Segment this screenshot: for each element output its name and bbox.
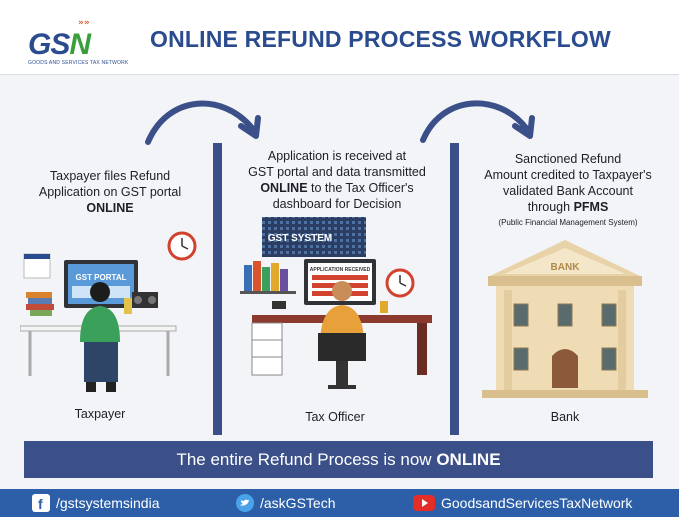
online-banner: The entire Refund Process is now ONLINE bbox=[24, 441, 653, 478]
svg-text:APPLICATION RECEIVED: APPLICATION RECEIVED bbox=[310, 267, 371, 273]
pfms-note: (Public Financial Management System) bbox=[498, 218, 638, 227]
svg-text:BANK: BANK bbox=[551, 262, 581, 273]
logo-arrows-icon: »» bbox=[78, 18, 90, 28]
step-2-description: Application is received at GST portal an… bbox=[248, 149, 426, 211]
caption-taxpayer: Taxpayer bbox=[74, 407, 126, 421]
tax-officer-illustration: GST SYSTEM APPLICATION RECEIVED bbox=[240, 217, 432, 389]
clock-icon bbox=[385, 268, 415, 298]
facebook-icon: f bbox=[32, 494, 50, 512]
youtube-icon bbox=[413, 495, 435, 511]
column-divider-1 bbox=[213, 143, 222, 435]
step-3-description: Sanctioned Refund Amount credited to Tax… bbox=[484, 152, 652, 214]
logo-n: N bbox=[69, 28, 91, 61]
youtube-link[interactable]: GoodsandServicesTaxNetwork bbox=[413, 489, 632, 517]
gstn-logo[interactable]: »» GSN GOODS AND SERVICES TAX NETWORK bbox=[28, 8, 128, 68]
bank-illustration: BANK bbox=[482, 240, 648, 398]
svg-text:f: f bbox=[38, 496, 43, 512]
logo-gs: GS bbox=[28, 28, 70, 61]
taxpayer-illustration: GST PORTAL bbox=[20, 231, 197, 392]
twitter-icon bbox=[236, 494, 254, 512]
caption-tax-officer: Tax Officer bbox=[305, 410, 365, 424]
twitter-link[interactable]: /askGSTech bbox=[236, 489, 335, 517]
clock-icon bbox=[167, 231, 197, 261]
facebook-link[interactable]: f /gstsystemsindia bbox=[32, 489, 159, 517]
step-1-description: Taxpayer files Refund Application on GST… bbox=[38, 169, 182, 215]
logo-tagline: GOODS AND SERVICES TAX NETWORK bbox=[28, 60, 129, 66]
svg-text:GST SYSTEM: GST SYSTEM bbox=[268, 233, 332, 244]
gst-portal-screen-label: GST PORTAL bbox=[76, 273, 127, 282]
arrow-2-icon bbox=[420, 100, 529, 143]
page-title: ONLINE REFUND PROCESS WORKFLOW bbox=[150, 26, 611, 52]
social-footer: f /gstsystemsindia /askGSTech GoodsandSe… bbox=[0, 489, 679, 517]
arrow-1-icon bbox=[145, 100, 255, 145]
column-divider-2 bbox=[450, 143, 459, 435]
caption-bank: Bank bbox=[550, 410, 580, 424]
header: »» GSN GOODS AND SERVICES TAX NETWORK ON… bbox=[0, 0, 679, 75]
